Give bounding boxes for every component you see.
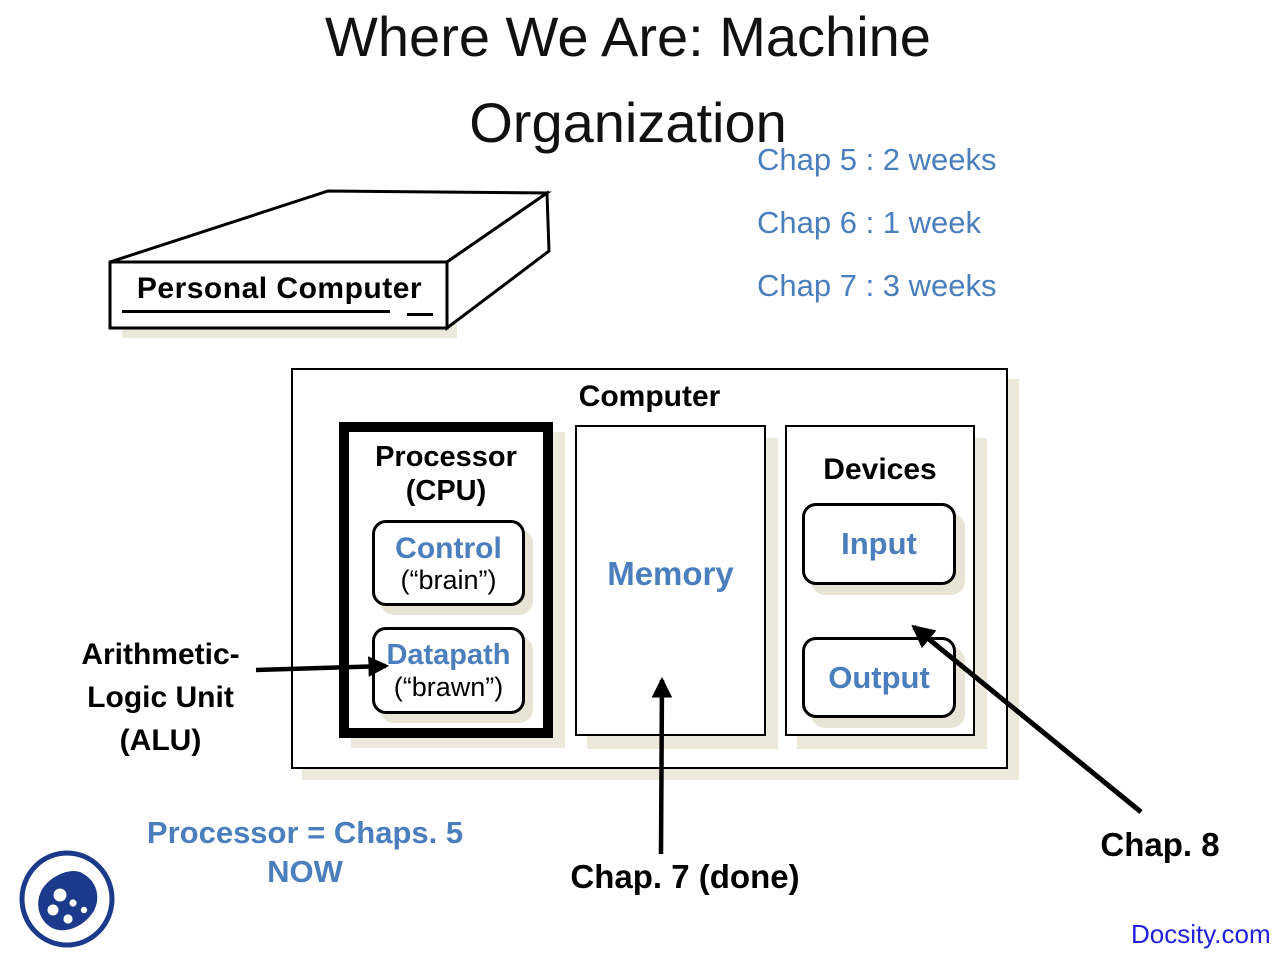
docsity-brand-link[interactable]: Docsity.com [1131,919,1271,949]
underscore-mark [407,313,433,316]
datapath-box: Datapath (“brawn”) [372,627,525,714]
processor-title: Processor (CPU) [339,440,553,508]
datapath-sublabel: (“brawn”) [393,672,504,702]
pc-3d-box-icon [108,189,552,332]
datapath-label: Datapath [386,639,511,671]
alu-annotation: Arithmetic- Logic Unit (ALU) [38,633,283,762]
input-label: Input [841,526,917,561]
processor-title-line1: Processor [375,441,517,473]
chap7-annotation: Chap. 7 (done) [570,858,800,895]
control-label: Control [395,531,502,565]
output-box: Output [802,637,956,718]
chapter-schedule: Chap 5 : 2 weeks Chap 6 : 1 week Chap 7 … [757,128,997,317]
processor-now-line2: NOW [267,854,343,889]
schedule-item-chap6: Chap 6 : 1 week [757,205,982,240]
control-sublabel: (“brain”) [400,564,497,595]
alu-line3: (ALU) [119,724,202,757]
memory-label: Memory [607,554,734,592]
processor-title-line2: (CPU) [405,475,487,507]
computer-label: Computer [578,380,721,413]
chap8-annotation: Chap. 8 [1100,826,1220,863]
page-title-line1: Where We Are: Machine [325,5,931,68]
page-title-line2: Organization [469,91,787,154]
alu-line1: Arithmetic- [81,638,240,671]
personal-computer-underline [122,310,390,313]
processor-now-annotation: Processor = Chaps. 5 NOW [95,813,515,891]
output-label: Output [828,659,930,695]
schedule-item-chap7: Chap 7 : 3 weeks [757,268,997,303]
personal-computer-label: Personal Computer [136,272,423,305]
processor-now-line1: Processor = Chaps. 5 [146,815,464,850]
devices-label: Devices [823,453,937,486]
schedule-item-chap5: Chap 5 : 2 weeks [757,142,997,177]
control-box: Control (“brain”) [372,520,525,606]
input-box: Input [802,503,956,585]
alu-line2: Logic Unit [87,681,234,714]
docsity-logo-icon [19,850,115,948]
memory-box: Memory [575,425,766,736]
page-title: Where We Are: Machine Organization [0,0,1256,166]
